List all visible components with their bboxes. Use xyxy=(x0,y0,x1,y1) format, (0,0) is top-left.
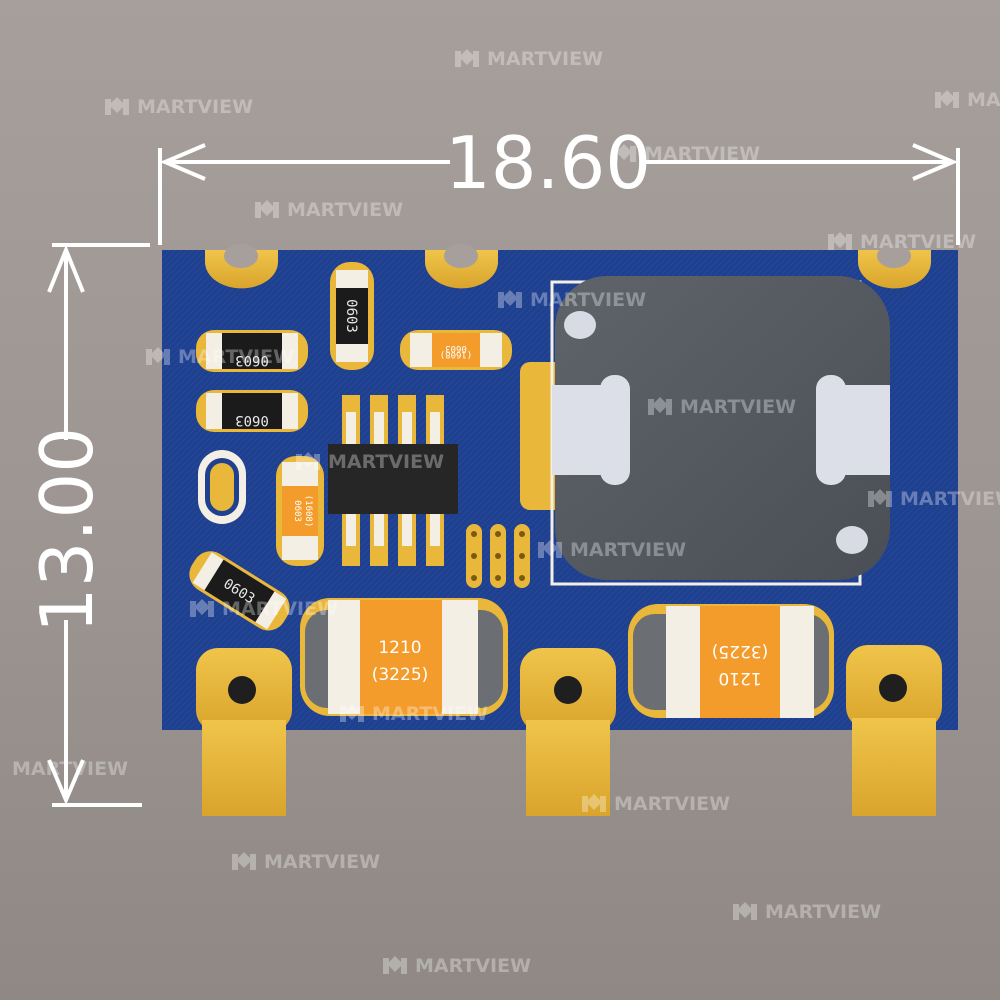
resistor-vertical-top-label: 0603 xyxy=(343,299,359,333)
width-dimension: 18.60 xyxy=(158,121,960,245)
watermark-4: MARTVIEW xyxy=(612,143,760,165)
capacitor-small-vertical-label-2: (1608) xyxy=(303,495,313,528)
watermark-10: MARTVIEW xyxy=(296,451,444,473)
capacitor-small-top: 0603 (1608) xyxy=(400,330,512,370)
watermark-14: MARTVIEW xyxy=(340,703,488,725)
watermark-2: MARTVIEW xyxy=(105,96,253,118)
watermark-17: MARTVIEW xyxy=(232,851,380,873)
watermark-text: MARTVIEW xyxy=(967,89,1000,111)
watermark-text: MARTVIEW xyxy=(614,793,730,815)
capacitor-small-vertical: 0603 (1608) xyxy=(276,456,324,566)
capacitor-1210-right-label-1: 1210 xyxy=(718,668,761,688)
pin-right xyxy=(846,645,942,816)
watermark-9: MARTVIEW xyxy=(648,396,796,418)
watermark-12: MARTVIEW xyxy=(538,539,686,561)
watermark-6: MARTVIEW xyxy=(828,231,976,253)
resistor-left-2: 0603 xyxy=(196,390,308,432)
height-dimension-label: 13.00 xyxy=(25,427,109,633)
watermark-text: MARTVIEW xyxy=(765,901,881,923)
watermark-18: MARTVIEW xyxy=(733,901,881,923)
watermark-text: MARTVIEW xyxy=(178,346,294,368)
watermark-7: MARTVIEW xyxy=(498,289,646,311)
resistor-left-1-label: 0603 xyxy=(235,352,269,368)
capacitor-small-top-label-2: (1608) xyxy=(440,349,473,359)
top-castellated-pads xyxy=(205,244,931,289)
capacitor-1210-left-label-1: 1210 xyxy=(378,638,421,658)
pin-left xyxy=(196,648,292,816)
capacitor-1210-right-label-2: (3225) xyxy=(712,641,769,661)
watermark-text: MARTVIEW xyxy=(487,48,603,70)
watermark-text: MARTVIEW xyxy=(530,289,646,311)
watermark-text: MARTVIEW xyxy=(860,231,976,253)
watermark-text: MARTVIEW xyxy=(680,396,796,418)
oval-pad xyxy=(198,450,246,524)
watermark-text: MARTVIEW xyxy=(222,598,338,620)
resistor-left-2-label: 0603 xyxy=(235,412,269,428)
pcb-board: 0603 0603 (1608) 0603 0603 xyxy=(162,244,958,816)
watermark-text: MARTVIEW xyxy=(415,955,531,977)
watermark-text: MARTVIEW xyxy=(900,488,1000,510)
watermark-text: MARTVIEW xyxy=(372,703,488,725)
watermark-8: MARTVIEW xyxy=(146,346,294,368)
capacitor-1210-left-label-2: (3225) xyxy=(372,665,429,685)
watermark-text: MARTVIEW xyxy=(287,199,403,221)
watermark-text: MARTVIEW xyxy=(12,758,128,780)
capacitor-1210-left: 1210 (3225) xyxy=(300,598,508,716)
test-pad-row xyxy=(466,524,530,588)
watermark-19: MARTVIEW xyxy=(383,955,531,977)
watermark-text: MARTVIEW xyxy=(137,96,253,118)
watermark-text: MARTVIEW xyxy=(570,539,686,561)
watermark-text: MARTVIEW xyxy=(264,851,380,873)
power-inductor xyxy=(520,276,890,586)
width-dimension-label: 18.60 xyxy=(445,121,651,205)
watermark-5: MARTVIEW xyxy=(255,199,403,221)
watermark-11: MARTVIEW xyxy=(868,488,1000,510)
pin-middle xyxy=(520,648,616,816)
watermark-layer: MARTVIEW MARTVIEW MARTVIEW MARTVIEW MART… xyxy=(12,48,1000,977)
resistor-angled: 0603 xyxy=(189,551,290,631)
watermark-text: MARTVIEW xyxy=(328,451,444,473)
capacitor-1210-right: 1210 (3225) xyxy=(628,604,834,718)
watermark-3: MARTVIEW xyxy=(935,89,1000,111)
watermark-15: MARTVIEW xyxy=(12,758,128,780)
capacitor-small-vertical-label-1: 0603 xyxy=(292,500,302,522)
capacitor-small-top-label-1: 0603 xyxy=(445,343,467,353)
ic-chip xyxy=(328,395,458,566)
watermark-16: MARTVIEW xyxy=(582,793,730,815)
watermark-1: MARTVIEW xyxy=(455,48,603,70)
resistor-left-1: 0603 xyxy=(196,330,308,372)
resistor-vertical-top: 0603 xyxy=(330,262,374,370)
watermark-13: MARTVIEW xyxy=(190,598,338,620)
bottom-pins xyxy=(196,645,942,816)
watermark-text: MARTVIEW xyxy=(644,143,760,165)
height-dimension: 13.00 xyxy=(25,243,150,807)
